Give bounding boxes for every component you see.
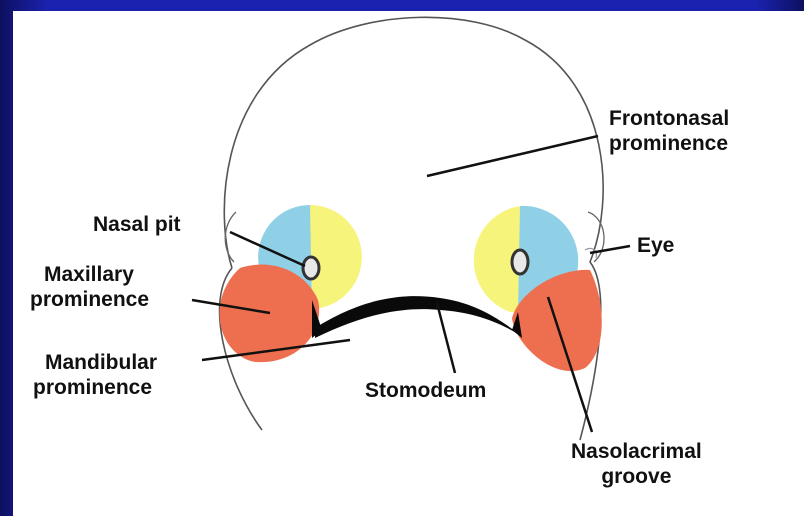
label-nasolacrimal: Nasolacrimal groove (571, 439, 702, 489)
right-nasal-pit (512, 250, 528, 274)
label-frontonasal: Frontonasal prominence (609, 106, 729, 156)
label-mandibular: Mandibular prominence (45, 350, 157, 400)
leader-frontonasal (427, 136, 598, 176)
label-stomodeum: Stomodeum (365, 378, 486, 403)
left-medial-nasal-yellow (310, 205, 362, 310)
left-nasal-pit (303, 257, 319, 279)
label-maxillary: Maxillary prominence (44, 262, 149, 312)
label-eye: Eye (637, 233, 674, 258)
label-nasal-pit: Nasal pit (93, 212, 181, 237)
stomodeum-mouth (315, 296, 520, 338)
ear-bump-left (225, 212, 236, 262)
leader-stomodeum (437, 303, 455, 373)
